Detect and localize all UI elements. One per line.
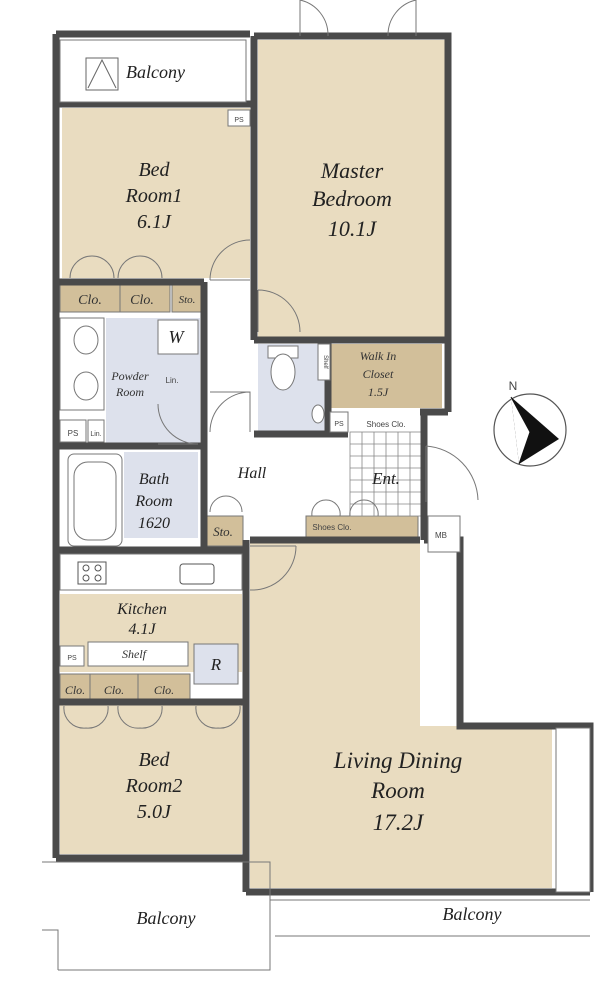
closet-2: [119, 283, 171, 313]
living-size: 17.2J: [373, 810, 425, 835]
master-label-line2: Bedroom: [312, 186, 392, 211]
hall-label: Hall: [237, 465, 267, 482]
walkin-label-line2: Closet: [363, 367, 394, 381]
closet-label-2: Clo.: [130, 293, 154, 308]
kitchen-size: 4.1J: [128, 621, 156, 638]
shoes-closet-label-1: Shoes Clo.: [366, 420, 405, 429]
living-floor: [250, 540, 552, 888]
powder-label-line1: Powder: [110, 369, 149, 383]
linen-label-1: Lin.: [166, 376, 179, 385]
living-label-line2: Room: [370, 778, 425, 803]
fridge-label: R: [210, 655, 222, 674]
bath-floor: [124, 452, 198, 538]
ps-label-3: PS: [334, 421, 344, 428]
walkin-closet-floor: [330, 344, 442, 408]
powder-label-line2: Room: [115, 385, 144, 399]
ps-label-1: PS: [234, 117, 244, 124]
storage-label-2: Sto.: [213, 524, 233, 539]
bedroom1-size: 6.1J: [137, 211, 172, 233]
bedroom2-floor: [60, 704, 242, 854]
bedroom2-label-line1: Bed: [138, 749, 170, 771]
bedroom1-floor: [62, 108, 250, 278]
shelf-label-1: Shelf: [122, 647, 148, 661]
balcony-top-label: Balcony: [126, 62, 185, 82]
bath-label-line1: Bath: [139, 471, 169, 488]
living-label-line1: Living Dining: [333, 748, 462, 773]
labels: Balcony Bed Room1 6.1J Master Bedroom 10…: [65, 62, 502, 928]
kitchen-closet-label-3: Clo.: [154, 683, 174, 697]
compass-north-label: N: [509, 379, 518, 393]
entrance-tiles: [349, 431, 423, 517]
ps-label-4: PS: [67, 655, 77, 662]
closet-label-1: Clo.: [78, 293, 102, 308]
fridge-space: [193, 643, 239, 685]
bedroom2-label-line2: Room2: [125, 775, 183, 797]
shelf-label-2: Shelf: [322, 355, 328, 369]
ps-label-2: PS: [68, 429, 79, 438]
storage-label-1: Sto.: [179, 294, 196, 306]
kitchen-label: Kitchen: [116, 601, 167, 618]
master-label-line1: Master: [320, 158, 384, 183]
kitchen-closet-label-2: Clo.: [104, 683, 124, 697]
bath-label-line2: Room: [134, 493, 172, 510]
linen-label-2: Lin.: [90, 431, 101, 438]
master-bedroom-floor: [258, 40, 446, 338]
washer-label: W: [169, 327, 186, 347]
walkin-size: 1.5J: [368, 385, 389, 399]
bedroom1-label-line1: Bed: [138, 159, 170, 181]
bedroom2-size: 5.0J: [137, 801, 172, 823]
balcony-bottom-left-label: Balcony: [137, 908, 196, 928]
compass-rose: N: [493, 379, 567, 467]
kitchen-closet-3: [137, 673, 191, 703]
entrance-label: Ent.: [371, 469, 400, 488]
kitchen-closet-label-1: Clo.: [65, 683, 85, 697]
mb-label: MB: [435, 531, 447, 540]
closet-1: [59, 283, 121, 313]
bath-size: 1620: [138, 515, 170, 532]
kitchen-closet-2: [89, 673, 139, 703]
storage-2: [202, 515, 244, 547]
balcony-bottom-right-label: Balcony: [443, 904, 502, 924]
door-swings: [63, 0, 479, 729]
walkin-label-line1: Walk In: [360, 349, 397, 363]
balconies: [42, 39, 591, 971]
fixtures: [59, 109, 461, 667]
room-fills: [59, 40, 552, 888]
bedroom1-label-line2: Room1: [125, 185, 183, 207]
master-size: 10.1J: [328, 216, 378, 241]
shoes-closet-label-2: Shoes Clo.: [312, 523, 351, 532]
